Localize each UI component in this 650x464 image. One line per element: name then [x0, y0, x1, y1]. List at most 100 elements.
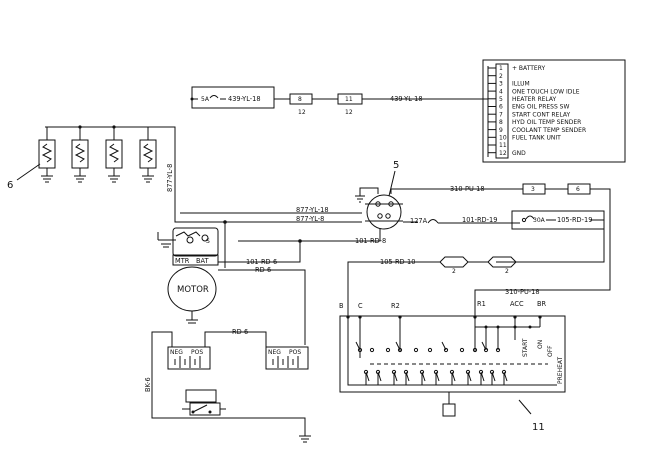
panel-pin-number: 3	[499, 81, 503, 88]
switch-blade	[435, 371, 440, 385]
switch-preheat-label: PREHEAT	[557, 356, 564, 384]
connector-11: 11	[345, 96, 353, 103]
wire-label-101-rd-8: 101-RD-8	[355, 237, 386, 245]
switch-blade	[480, 371, 485, 385]
panel-pin-label: START CONT RELAY	[512, 111, 570, 118]
wire-label-105-rd-19: 105-RD-19	[557, 216, 592, 224]
connector-8: 8	[298, 96, 302, 103]
callout-key-switch: 11	[532, 422, 545, 433]
switch-r1-label: R1	[477, 300, 486, 308]
switch-contact	[397, 347, 403, 353]
switch-r2-label: R2	[391, 302, 400, 310]
battery-right-pos: POS	[289, 349, 301, 356]
starter-bat-label: BAT	[196, 257, 210, 265]
connector-2-b: 2	[505, 268, 509, 275]
battery-left: NEG POS	[167, 346, 211, 370]
switch-contact	[443, 347, 449, 353]
switch-blade	[365, 371, 370, 385]
callout-heaters: 6	[7, 180, 13, 191]
battery-disconnect-switch	[182, 389, 226, 416]
panel-pin-label: FUEL TANK UNIT	[512, 135, 561, 142]
switch-off-label: OFF	[547, 345, 554, 357]
switch-contact	[459, 347, 465, 353]
switch-acc-label: ACC	[510, 300, 524, 308]
panel-pin-number: 4	[499, 88, 503, 95]
key-switch: B C R2 R1 ACC BR START ON OFF PREHEAT 11	[339, 300, 566, 433]
wire-label-rd-6: RD-6	[255, 266, 271, 274]
switch-contact	[419, 369, 425, 375]
callout-relay: 5	[393, 160, 399, 171]
switch-contact	[391, 369, 397, 375]
panel-pin-number: 2	[499, 73, 503, 80]
switch-contact	[413, 347, 419, 353]
wire-label-439-yl-18: 439-YL-18	[228, 95, 261, 103]
panel-pin-label: COOLANT TEMP SENDER	[512, 127, 586, 134]
switch-blade	[377, 371, 382, 385]
starter-motor: S MTR BAT MOTOR	[157, 227, 219, 324]
connector-12-a: 12	[298, 109, 306, 116]
switch-contact	[363, 369, 369, 375]
switch-contact	[427, 347, 433, 353]
solenoid-s-label: S	[206, 238, 210, 245]
switch-lever	[355, 341, 361, 351]
switch-contact	[357, 347, 363, 353]
switch-blade	[421, 371, 426, 385]
panel-pin-number: 7	[499, 111, 503, 118]
switch-blade	[393, 371, 398, 385]
switch-contact	[495, 347, 501, 353]
wire-label-439-yl-18-b: 439-YL-18	[390, 95, 423, 103]
panel-pin-number: 11	[499, 142, 507, 149]
connector-6: 6	[576, 186, 580, 193]
wire-label-101-rd-6: 101-RD-6	[246, 258, 277, 266]
motor-label: MOTOR	[177, 285, 209, 295]
switch-c-label: C	[358, 302, 363, 310]
panel-pin-label: ONE TOUCH LOW IDLE	[512, 88, 580, 95]
panel-pin-number: 12	[499, 150, 507, 157]
panel-pin-number: 10	[499, 135, 507, 142]
battery-right-neg: NEG	[268, 349, 281, 356]
wire-label-rd-6-b: RD-6	[232, 328, 248, 336]
panel-pin-number: 9	[499, 127, 503, 134]
switch-contact	[472, 347, 478, 353]
wire-label-877-yl-18: 877-YL-18	[296, 206, 329, 214]
panel-pin-label: GND	[512, 150, 526, 157]
switch-blade	[451, 371, 456, 385]
switch-contact	[483, 347, 489, 353]
starter-mtr-label: MTR	[175, 257, 190, 265]
battery-left-pos: POS	[191, 349, 203, 356]
panel-pin-label: + BATTERY	[512, 65, 545, 72]
switch-contact	[489, 369, 495, 375]
switch-blade	[405, 371, 410, 385]
glow-plug-heaters: 6	[7, 125, 157, 191]
switch-br-label: BR	[537, 300, 547, 308]
battery-right: NEG POS	[265, 346, 309, 370]
switch-lever	[481, 341, 487, 351]
switch-contact	[465, 369, 471, 375]
connector-2-a: 2	[452, 268, 456, 275]
fuse-5a-label: 5A	[201, 96, 210, 103]
switch-blade	[467, 371, 472, 385]
switch-contact	[478, 369, 484, 375]
wire-label-877-yl-8: 877-YL-8	[296, 215, 324, 223]
wire-label-101-rd-19: 101-RD-19	[462, 216, 497, 224]
panel-pin-label: ILLUM	[512, 81, 530, 88]
switch-contact	[403, 369, 409, 375]
panel-pin-label: HEATER RELAY	[512, 96, 557, 103]
switch-blade	[491, 371, 496, 385]
wire-label-127a: 127A	[410, 217, 428, 225]
heater-relay: 5	[355, 160, 505, 230]
panel-pin-label: HYD OIL TEMP SENDER	[512, 119, 581, 126]
switch-contact	[369, 347, 375, 353]
switch-contact	[449, 369, 455, 375]
panel-pin-number: 1	[499, 65, 503, 72]
switch-blade	[503, 371, 508, 385]
switch-lever	[395, 341, 401, 351]
battery-left-neg: NEG	[170, 349, 183, 356]
switch-contact	[501, 369, 507, 375]
panel-pin-number: 8	[499, 119, 503, 126]
switch-b-label: B	[339, 302, 344, 310]
switch-contact	[433, 369, 439, 375]
switch-start-label: START	[522, 338, 529, 357]
